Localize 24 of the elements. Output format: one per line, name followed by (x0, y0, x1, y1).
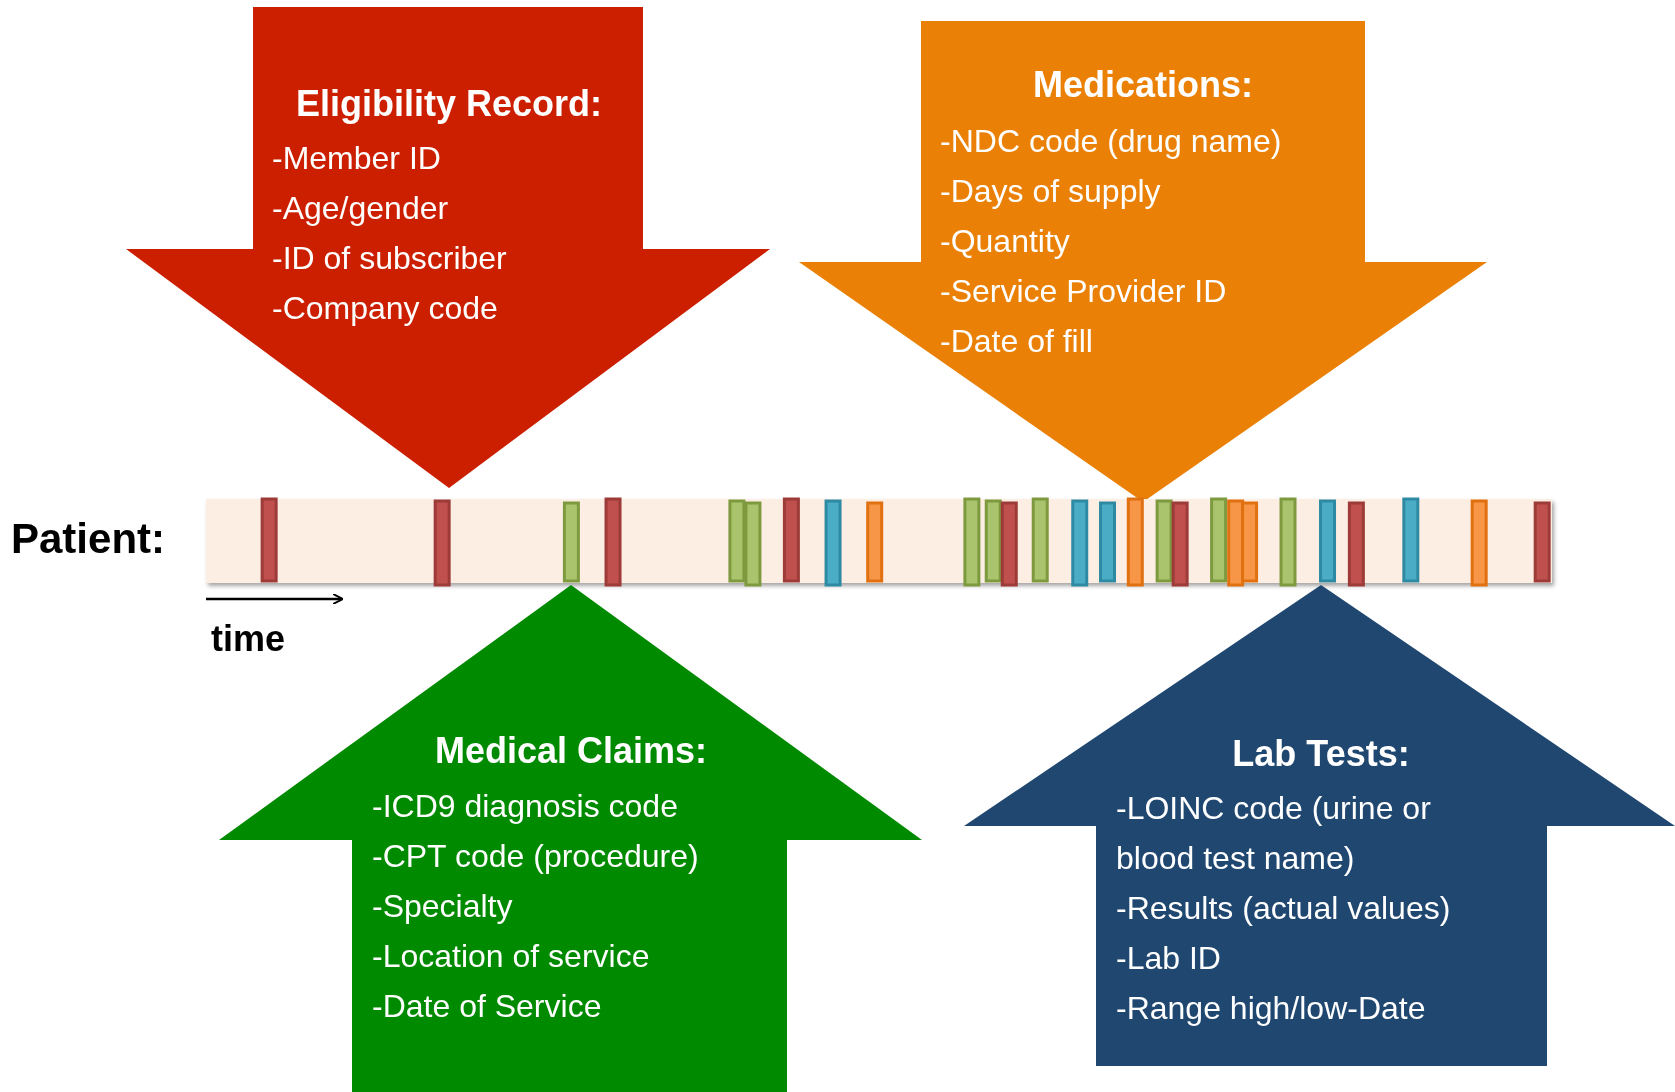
heading: Medications: (1033, 64, 1253, 106)
list-item: -Service Provider ID (940, 272, 1228, 311)
list-item: -Age/gender (272, 189, 450, 228)
list-item: -Range high/low-Date (1116, 989, 1427, 1028)
list-item: -Date of Service (372, 987, 603, 1026)
axis-label: time (211, 618, 286, 660)
list-item: -Location of service (372, 937, 651, 976)
list-item: -Quantity (940, 222, 1071, 261)
row-label: Patient: (11, 515, 165, 563)
list-item: -Company code (272, 289, 499, 328)
list-item: -Days of supply (940, 172, 1162, 211)
list-item: -Lab ID (1116, 939, 1222, 978)
list-item: -Member ID (272, 139, 442, 178)
heading: Medical Claims: (434, 730, 708, 772)
list-item: -Specialty (372, 887, 514, 926)
list-item: -NDC code (drug name) (940, 122, 1283, 161)
list-item: -Date of fill (940, 322, 1094, 361)
heading: Lab Tests: (1232, 733, 1410, 775)
list-item: -ID of subscriber (272, 239, 508, 278)
list-item: -LOINC code (urine or blood test name) (1116, 789, 1432, 878)
list-item: -ICD9 diagnosis code (372, 787, 679, 826)
list-item: -Results (actual values) (1116, 889, 1452, 928)
list-item: -CPT code (procedure) (372, 837, 700, 876)
heading: Eligibility Record: (296, 83, 602, 125)
